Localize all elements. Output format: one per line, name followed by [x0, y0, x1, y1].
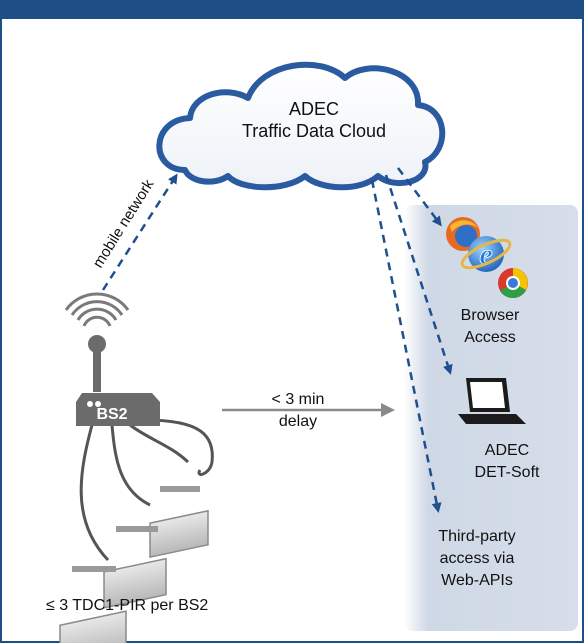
browser-icons: e	[446, 217, 528, 299]
chrome-icon	[498, 268, 528, 299]
arrow-to-det-soft	[384, 174, 453, 375]
title-bar	[0, 0, 584, 19]
firefox-icon	[446, 217, 480, 251]
arrow-to-web-api	[370, 179, 442, 513]
delay-label-line2: delay	[278, 413, 318, 430]
cloud-title-line1: ADEC	[288, 99, 339, 119]
traffic-data-cloud	[156, 61, 446, 191]
base-station-bs2: BS2	[76, 393, 160, 426]
laptop-icon	[458, 378, 526, 424]
cloud-title-line2: Traffic Data Cloud	[241, 121, 387, 141]
sensor-unit-1	[59, 566, 127, 643]
sensor-cables	[79, 418, 214, 562]
sensor-caption: ≤ 3 TDC1-PIR per BS2	[46, 597, 209, 614]
mobile-network-arrow	[101, 173, 178, 291]
sensor-unit-3	[149, 486, 209, 559]
third-party-line1: Third-party	[438, 528, 516, 545]
det-soft-line1: ADEC	[484, 442, 530, 459]
internet-explorer-icon: e	[460, 236, 512, 272]
antenna-icon	[64, 292, 130, 392]
browser-access-line2: Access	[464, 329, 516, 346]
det-soft-line2: DET-Soft	[474, 464, 540, 481]
browser-access-line1: Browser	[460, 307, 520, 324]
bs2-label: BS2	[96, 406, 127, 423]
third-party-line3: Web-APIs	[441, 572, 513, 589]
delay-label-line1: < 3 min	[271, 391, 325, 408]
third-party-line2: access via	[439, 550, 515, 567]
sensor-unit-2	[103, 526, 167, 609]
arrow-to-browser	[397, 167, 442, 227]
